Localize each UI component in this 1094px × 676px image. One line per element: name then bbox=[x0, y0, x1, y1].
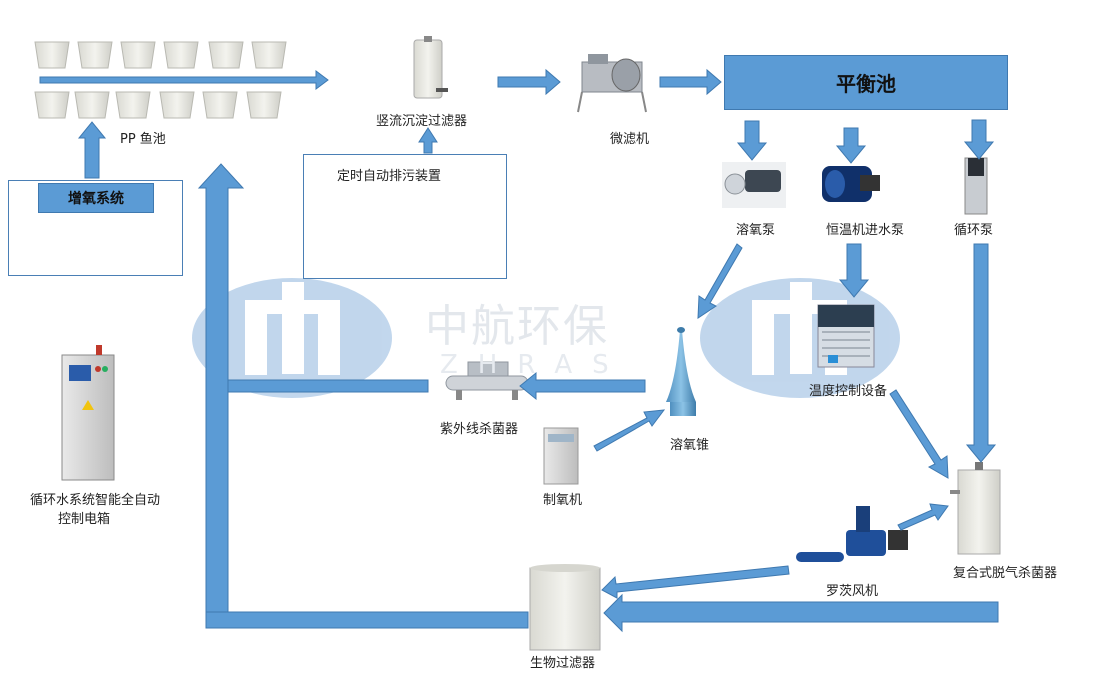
vertical-filter-label: 竖流沉淀过滤器 bbox=[376, 114, 468, 129]
oxygen-system-header: 增氧系统 bbox=[38, 183, 154, 213]
watermark-text: 中航环保 bbox=[425, 301, 609, 352]
chiller-icon bbox=[817, 304, 875, 368]
auto-drain-box bbox=[303, 154, 507, 279]
watermark-sub: ZHRAS bbox=[440, 350, 629, 380]
watermark-logo-left bbox=[192, 278, 392, 398]
bio-filter-label: 生物过滤器 bbox=[530, 656, 596, 671]
filter-column-icon bbox=[413, 36, 448, 99]
micro-filter-label: 微滤机 bbox=[610, 132, 650, 147]
control-box-label-line2: 控制电箱 bbox=[58, 512, 111, 527]
fish-tanks-label: PP 鱼池 bbox=[120, 132, 166, 147]
drum-filter-icon bbox=[577, 54, 647, 113]
oxygen-pump-label: 溶氧泵 bbox=[736, 223, 776, 238]
cone-icon bbox=[666, 327, 696, 416]
degasser-icon bbox=[950, 462, 1001, 555]
uv-lamp-icon bbox=[445, 361, 529, 400]
oxygen-cone-label: 溶氧锥 bbox=[670, 438, 710, 453]
balance-pool-title: 平衡池 bbox=[724, 55, 1008, 110]
circulation-pump-label: 循环泵 bbox=[954, 223, 994, 238]
degasser-label: 复合式脱气杀菌器 bbox=[953, 566, 1058, 581]
bio-tank-icon bbox=[529, 564, 601, 651]
flow-arrows bbox=[39, 68, 999, 633]
blower-icon bbox=[796, 506, 908, 562]
control-cabinet-icon bbox=[61, 345, 115, 481]
auto-drain-label: 定时自动排污装置 bbox=[337, 169, 442, 184]
roots-blower-label: 罗茨风机 bbox=[826, 584, 879, 599]
balance-pool-label: 平衡池 bbox=[836, 72, 896, 96]
oxygen-generator-icon bbox=[543, 427, 579, 485]
temp-control-label: 温度控制设备 bbox=[809, 384, 888, 399]
uv-sterilizer-label: 紫外线杀菌器 bbox=[440, 422, 519, 437]
thermo-pump-label: 恒温机进水泵 bbox=[826, 223, 905, 238]
oxygen-system-label: 增氧系统 bbox=[68, 191, 124, 207]
oxygen-generator-label: 制氧机 bbox=[543, 493, 583, 508]
pump-icon bbox=[722, 157, 988, 215]
control-box-label-line1: 循环水系统智能全自动 bbox=[30, 493, 161, 508]
fish-tank-icon bbox=[34, 41, 287, 119]
